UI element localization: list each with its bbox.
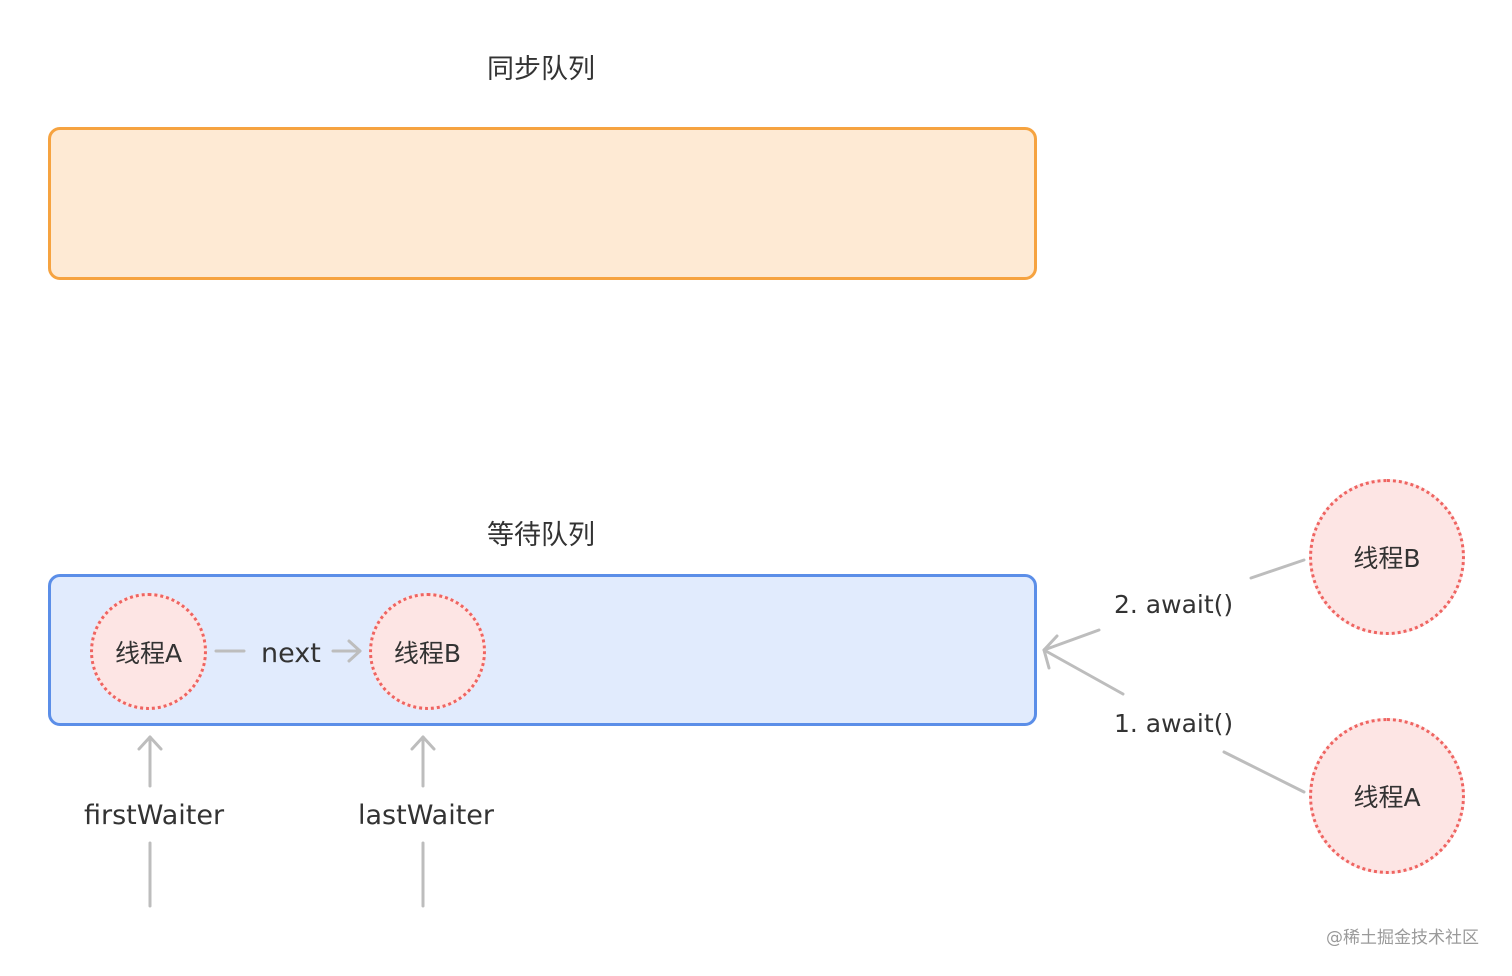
first-await-label: 1. await(): [1114, 709, 1234, 738]
wait-queue-thread-b-label: 线程B: [393, 638, 462, 668]
watermark: @稀土掘金技术社区: [1326, 928, 1479, 948]
first-waiter-arrow-head: [137, 735, 163, 751]
thread-a-await-line-upper: [1042, 648, 1125, 696]
sync-queue-title: 同步队列: [487, 54, 595, 85]
external-thread-a-label: 线程A: [1353, 783, 1421, 812]
next-arrow-head: [347, 639, 362, 663]
wait-queue-thread-a-label: 线程A: [114, 638, 183, 668]
sync-queue-box: [48, 127, 1037, 280]
first-waiter-label: firstWaiter: [84, 800, 225, 831]
wait-queue-title: 等待队列: [487, 520, 595, 551]
external-thread-b-label: 线程B: [1353, 544, 1421, 573]
external-thread-a-node: 线程A: [1309, 718, 1465, 874]
next-label: next: [261, 638, 321, 669]
wait-queue-thread-a-node: 线程A: [90, 593, 207, 710]
wait-queue-entry-arrow-head: [1042, 634, 1059, 670]
last-waiter-label: lastWaiter: [358, 800, 495, 831]
wait-queue-thread-b-node: 线程B: [369, 593, 486, 710]
second-await-label: 2. await(): [1114, 590, 1234, 619]
last-waiter-arrow-head: [410, 735, 436, 751]
wait-queue-box: [48, 574, 1037, 726]
thread-a-await-line-lower: [1222, 750, 1306, 794]
thread-b-await-line-upper: [1249, 558, 1306, 580]
thread-b-await-line-lower: [1042, 628, 1101, 652]
external-thread-b-node: 线程B: [1309, 479, 1465, 635]
